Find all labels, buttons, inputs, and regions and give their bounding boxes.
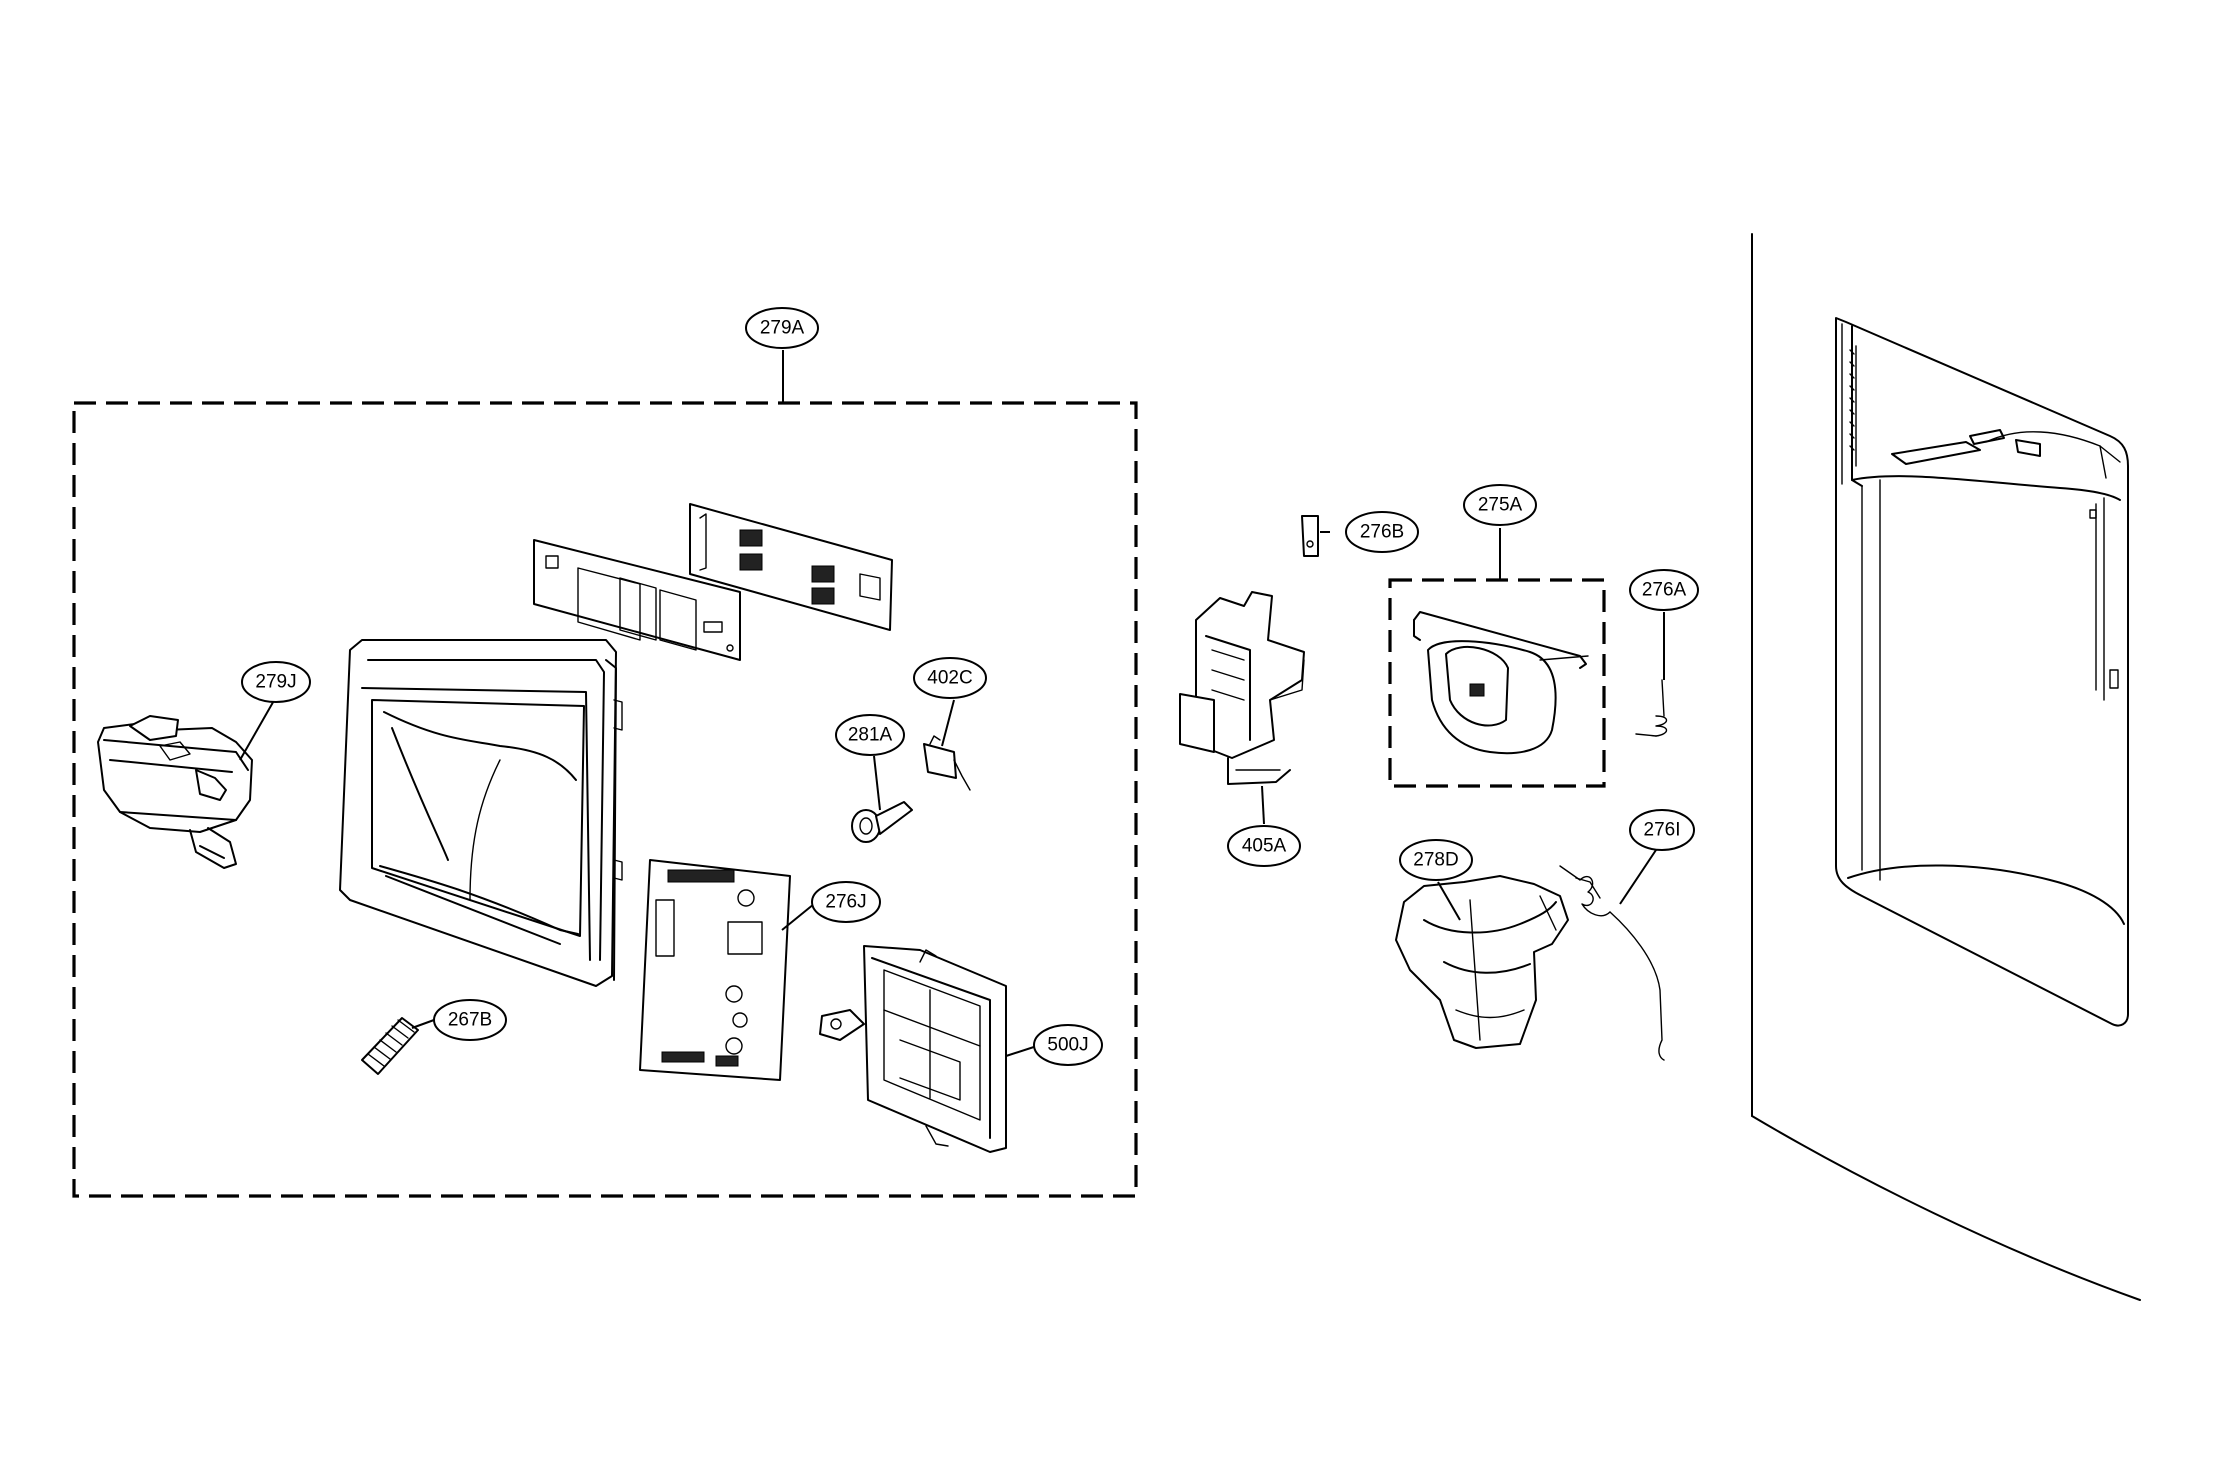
callout-500j[interactable]: 500J	[1033, 1024, 1103, 1066]
part-276j-drawing	[639, 859, 791, 1081]
callout-279j-label: 279J	[255, 672, 296, 693]
part-281a-drawing	[851, 801, 913, 843]
part-275a-drawing	[1413, 611, 1589, 755]
part-278d-drawing	[1395, 875, 1569, 1049]
callout-276a[interactable]: 276A	[1629, 569, 1699, 611]
callout-402c[interactable]: 402C	[913, 657, 987, 699]
callout-405a[interactable]: 405A	[1227, 825, 1301, 867]
callout-278d[interactable]: 278D	[1399, 839, 1473, 881]
callout-500j-label: 500J	[1047, 1035, 1088, 1056]
callout-276i[interactable]: 276I	[1629, 809, 1695, 851]
callout-276j[interactable]: 276J	[811, 881, 881, 923]
callout-275a-label: 275A	[1478, 495, 1523, 516]
part-276a-drawing	[1635, 679, 1668, 737]
assembly-279a-boundary	[72, 401, 1138, 1198]
assembly-275a-boundary	[1388, 578, 1606, 788]
callout-281a-label: 281A	[848, 725, 893, 746]
callout-405a-label: 405A	[1242, 836, 1287, 857]
part-276i-drawing	[1559, 865, 1665, 1061]
part-267b-drawing	[361, 1017, 419, 1075]
callout-276a-label: 276A	[1642, 580, 1687, 601]
control-panel-drawing	[533, 503, 893, 661]
callout-276b-label: 276B	[1360, 522, 1404, 543]
callout-402c-label: 402C	[927, 668, 972, 689]
part-500j-drawing	[819, 945, 1007, 1153]
callout-267b[interactable]: 267B	[433, 999, 507, 1041]
callout-276j-label: 276J	[825, 892, 866, 913]
door-drawing	[1751, 233, 2141, 1301]
callout-279j[interactable]: 279J	[241, 661, 311, 703]
callout-279a[interactable]: 279A	[745, 307, 819, 349]
part-402c-drawing	[923, 735, 971, 791]
callout-278d-label: 278D	[1413, 850, 1458, 871]
callout-279a-label: 279A	[760, 318, 805, 339]
callout-276b[interactable]: 276B	[1345, 511, 1419, 553]
callout-267b-label: 267B	[448, 1010, 492, 1031]
callout-281a[interactable]: 281A	[835, 714, 905, 756]
callout-276i-label: 276I	[1644, 820, 1681, 841]
callout-275a[interactable]: 275A	[1463, 484, 1537, 526]
part-405a-drawing	[1179, 591, 1305, 785]
dispenser-frame-drawing	[339, 639, 623, 987]
part-279j-drawing	[97, 715, 253, 869]
part-276b-drawing	[1301, 515, 1319, 557]
